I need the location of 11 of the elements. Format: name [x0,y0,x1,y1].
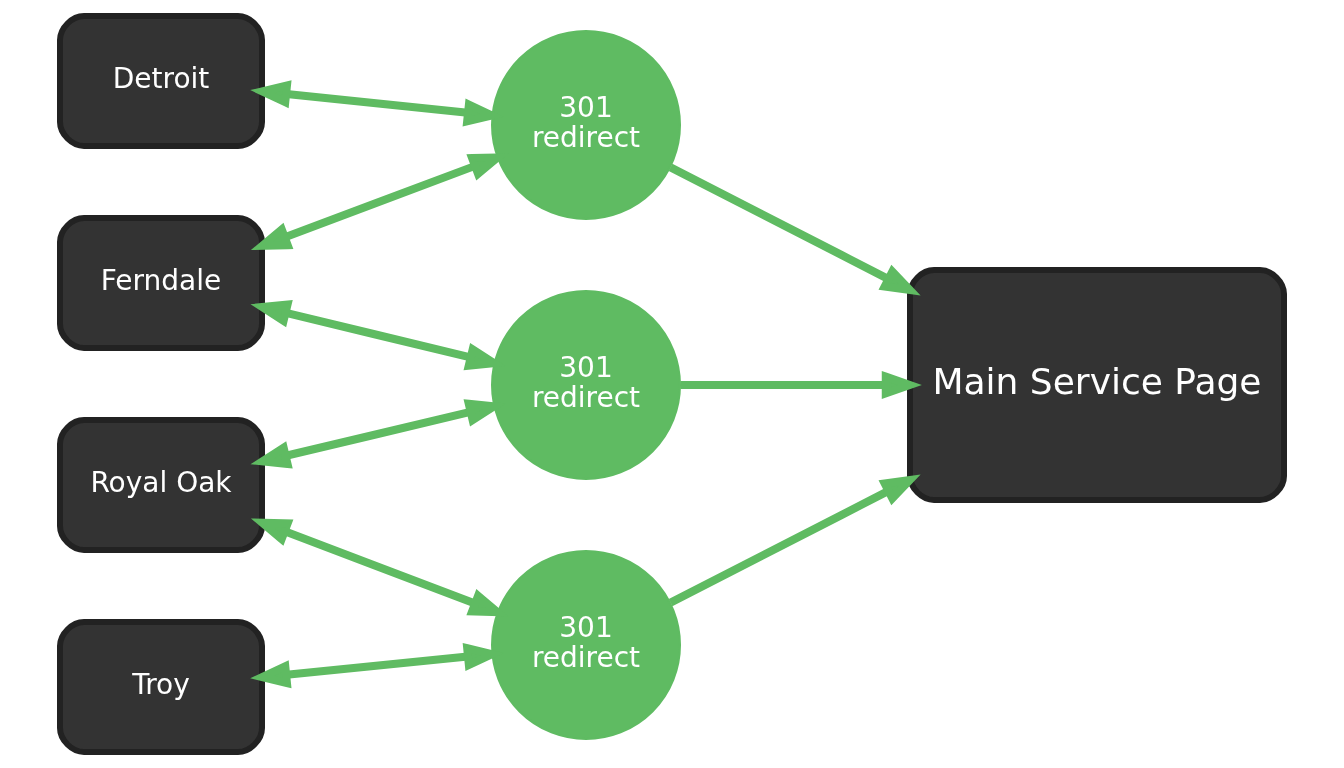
arrow [668,163,921,296]
node-circle: 301 redirect [491,550,681,740]
arrow [668,474,921,607]
node-box: Troy [57,619,265,755]
node-box: Royal Oak [57,417,265,553]
node-box: Main Service Page [907,267,1287,503]
node-circle: 301 redirect [491,290,681,480]
node-box: Detroit [57,13,265,149]
node-circle: 301 redirect [491,30,681,220]
node-box: Ferndale [57,215,265,351]
arrow [680,370,922,400]
